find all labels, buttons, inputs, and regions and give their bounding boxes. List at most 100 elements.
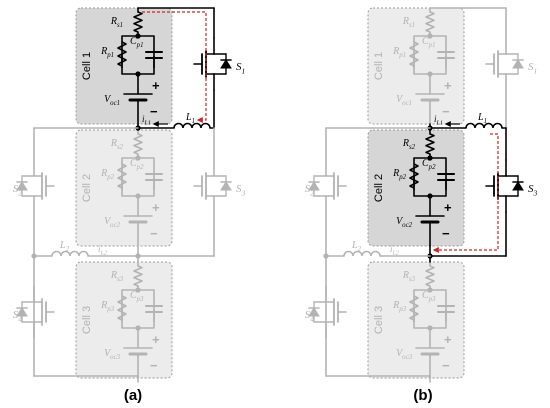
parallel-resistor bbox=[409, 295, 419, 321]
series-resistor bbox=[133, 11, 143, 33]
diode-triangle bbox=[512, 59, 524, 69]
open-circuit-voltage-label: Voc1 bbox=[104, 94, 120, 107]
plus-sign: + bbox=[152, 78, 160, 93]
current-il2-label: iL2 bbox=[98, 244, 107, 257]
cell-name: Cell 2 bbox=[81, 174, 93, 202]
inductor-l1-label: L1 bbox=[477, 112, 487, 125]
series-resistor-label: Rs2 bbox=[110, 138, 124, 151]
parallel-resistor bbox=[117, 163, 127, 189]
switch-s3 bbox=[485, 159, 524, 213]
capacitor-label: Cp3 bbox=[422, 290, 436, 303]
switch-s4-label: S4 bbox=[13, 309, 23, 323]
diode-triangle bbox=[16, 307, 28, 317]
plus-sign: + bbox=[152, 200, 160, 215]
parallel-resistor-label: Rp3 bbox=[100, 300, 115, 313]
parallel-resistor-label: Rp1 bbox=[100, 46, 114, 59]
inductor-coil bbox=[465, 122, 503, 129]
plus-sign: + bbox=[444, 200, 452, 215]
switch-s3-label: S3 bbox=[236, 183, 246, 197]
current-il2-label: iL2 bbox=[390, 244, 399, 257]
inductor-l2-label: L2 bbox=[351, 240, 362, 253]
minus-sign: − bbox=[150, 358, 158, 373]
minus-sign: − bbox=[442, 226, 450, 241]
open-circuit-voltage-label: Voc2 bbox=[104, 216, 121, 229]
cell-box bbox=[75, 129, 173, 247]
cell-box bbox=[75, 261, 173, 379]
switch-s2-label: S2 bbox=[305, 183, 315, 197]
parallel-resistor-label: Rp1 bbox=[392, 46, 406, 59]
inductor-l2-label: L2 bbox=[59, 240, 70, 253]
current-il1-label: iL1 bbox=[142, 114, 151, 127]
inductor-coil bbox=[51, 250, 89, 257]
node-left bbox=[323, 253, 329, 259]
series-resistor bbox=[133, 265, 143, 287]
open-circuit-voltage-label: Voc3 bbox=[396, 348, 413, 361]
series-resistor bbox=[425, 133, 435, 155]
parallel-resistor-label: Rp2 bbox=[100, 168, 115, 181]
series-resistor-label: Rs3 bbox=[402, 270, 416, 283]
caption-b: (b) bbox=[413, 387, 432, 404]
plus-sign: + bbox=[444, 78, 452, 93]
series-resistor-label: Rs1 bbox=[110, 16, 123, 29]
inductor-coil bbox=[343, 250, 381, 257]
switch-s3 bbox=[193, 159, 232, 213]
switch-s2 bbox=[308, 159, 347, 213]
parallel-resistor-label: Rp3 bbox=[392, 300, 407, 313]
capacitor-label: Cp2 bbox=[130, 158, 144, 171]
capacitor-label: Cp2 bbox=[422, 158, 436, 171]
inductor-l2 bbox=[51, 250, 89, 257]
minus-sign: − bbox=[442, 104, 450, 119]
switch-s4 bbox=[16, 285, 55, 339]
parallel-resistor bbox=[117, 295, 127, 321]
current-flow-path bbox=[432, 133, 499, 253]
parallel-resistor bbox=[409, 163, 419, 189]
diode-triangle bbox=[512, 181, 524, 191]
cell-box bbox=[367, 7, 465, 125]
inductor-l1 bbox=[173, 122, 211, 129]
series-resistor bbox=[133, 133, 143, 155]
minus-sign: − bbox=[150, 104, 158, 119]
cell-box bbox=[367, 129, 465, 247]
node-left bbox=[31, 253, 37, 259]
diode-triangle bbox=[220, 59, 232, 69]
diode-triangle bbox=[16, 181, 28, 191]
switch-s3-label: S3 bbox=[528, 183, 538, 197]
capacitor-label: Cp1 bbox=[130, 36, 143, 49]
switch-s2 bbox=[16, 159, 55, 213]
series-resistor-label: Rs1 bbox=[402, 16, 415, 29]
inductor-coil bbox=[173, 122, 211, 129]
cell-box bbox=[367, 261, 465, 379]
diode-triangle bbox=[220, 181, 232, 191]
switch-s4 bbox=[308, 285, 347, 339]
plus-sign: + bbox=[152, 332, 160, 347]
open-circuit-voltage-label: Voc2 bbox=[396, 216, 413, 229]
series-resistor-label: Rs2 bbox=[402, 138, 416, 151]
inductor-l1 bbox=[465, 122, 503, 129]
switch-s1-label: S1 bbox=[236, 61, 245, 75]
inductor-l1-label: L1 bbox=[185, 112, 195, 125]
diode-triangle bbox=[308, 307, 320, 317]
switch-s1-label: S1 bbox=[528, 61, 537, 75]
switch-s1 bbox=[485, 37, 524, 91]
switch-s4-label: S4 bbox=[305, 309, 315, 323]
minus-sign: − bbox=[150, 226, 158, 241]
cell-name: Cell 3 bbox=[373, 306, 385, 334]
parallel-resistor bbox=[117, 41, 127, 67]
open-circuit-voltage-label: Voc1 bbox=[396, 94, 412, 107]
minus-sign: − bbox=[442, 358, 450, 373]
cell-name: Cell 1 bbox=[373, 52, 385, 80]
series-resistor bbox=[425, 11, 435, 33]
caption-a: (a) bbox=[124, 387, 142, 404]
parallel-resistor-label: Rp2 bbox=[392, 168, 407, 181]
series-resistor bbox=[425, 265, 435, 287]
diode-triangle bbox=[308, 181, 320, 191]
